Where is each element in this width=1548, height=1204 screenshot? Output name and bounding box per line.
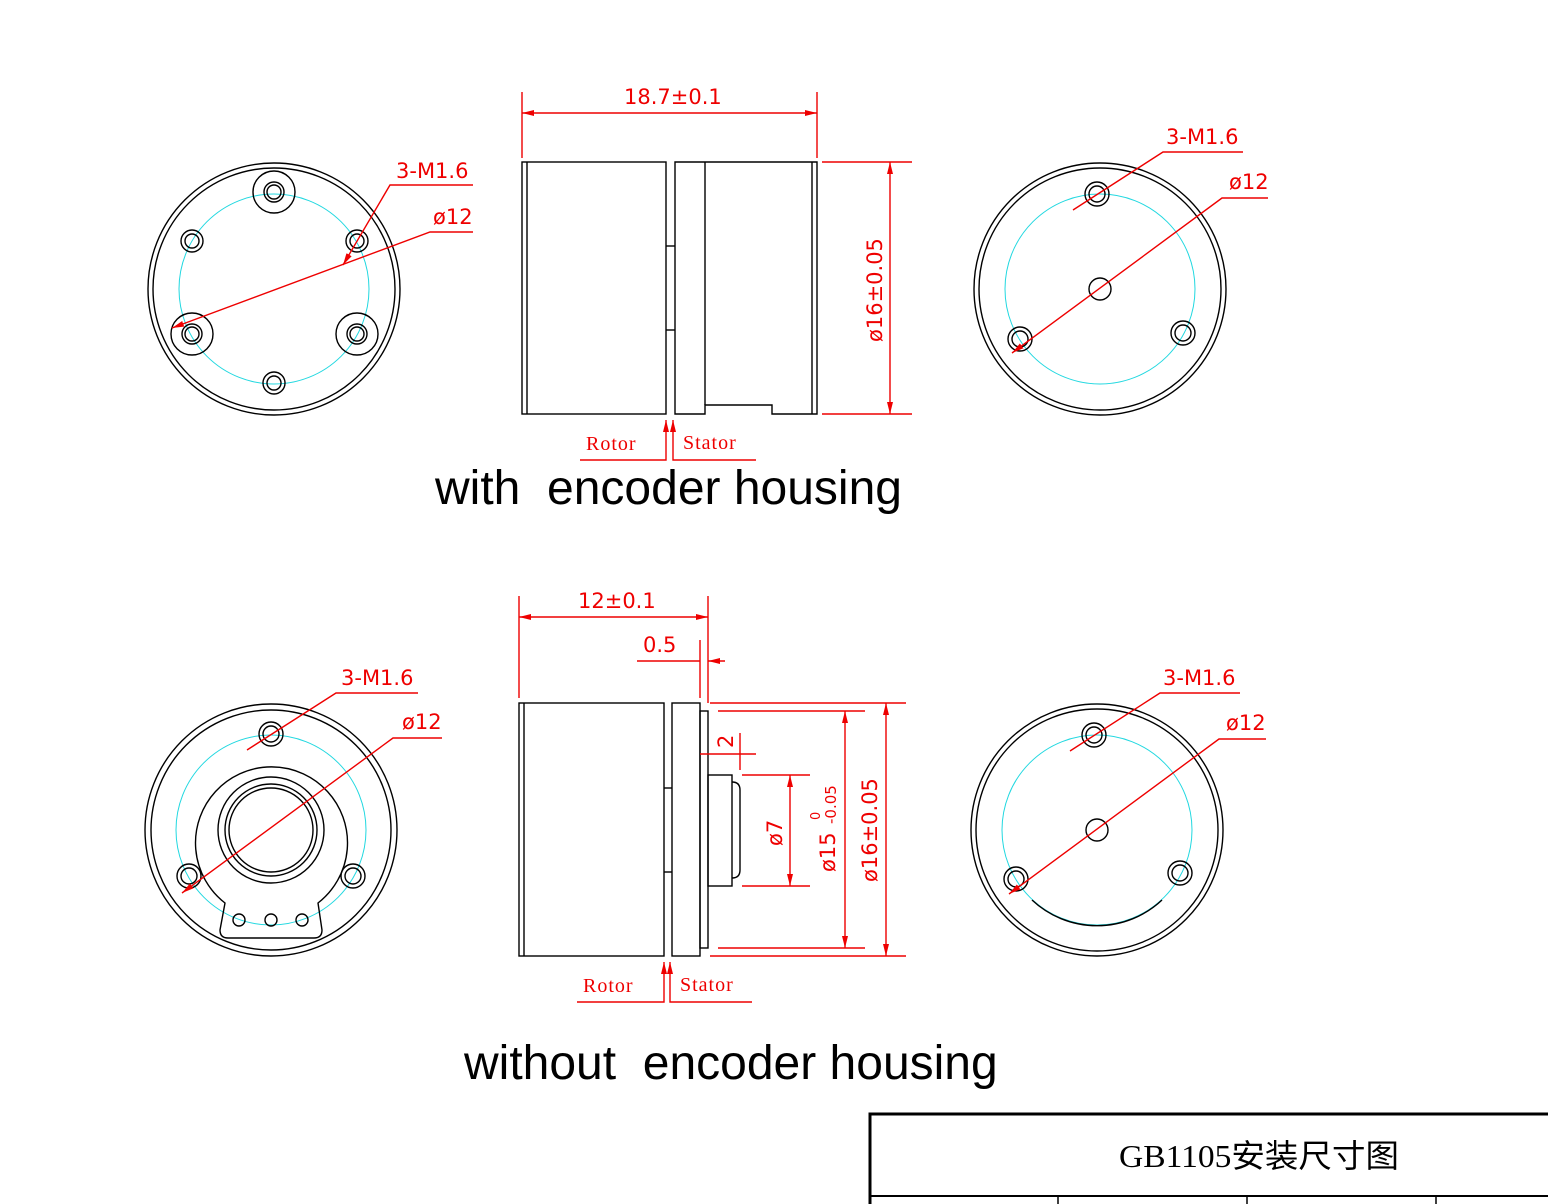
length-label: 18.7±0.1 — [624, 85, 722, 109]
holes-label: 3-M1.6 — [1163, 666, 1235, 690]
stator-label: Stator — [680, 974, 734, 996]
pitch-circle — [178, 193, 370, 385]
gap-label: 0.5 — [643, 633, 676, 657]
stator-diameter-label: ø15 — [816, 832, 840, 872]
top-front-view: 3-M1.6 ø12 — [147, 159, 473, 416]
title-block: GB1105安装尺寸图 — [868, 1112, 1548, 1204]
bottom-front-view: 3-M1.6 ø12 — [144, 666, 442, 957]
tolerance-upper: 0 — [809, 812, 824, 820]
holes-label: 3-M1.6 — [396, 159, 468, 183]
boss-label: 2 — [714, 735, 738, 748]
bottom-rear-view: 3-M1.6 ø12 — [970, 666, 1266, 957]
holes-label: 3-M1.6 — [1166, 125, 1238, 149]
holes-label: 3-M1.6 — [341, 666, 413, 690]
diameter-label: ø16±0.05 — [863, 238, 887, 342]
pcd-label: ø12 — [1226, 711, 1266, 735]
drawing-title: GB1105安装尺寸图 — [1119, 1138, 1399, 1174]
pcd-label: ø12 — [1229, 170, 1269, 194]
pcd-label: ø12 — [402, 710, 442, 734]
top-side-view: 18.7±0.1 ø16±0.05 Rotor Stator — [521, 85, 912, 461]
bottom-side-view: 12±0.1 0.5 2 ø7 ø15 0 -0.05 ø16±0.05 Rot… — [518, 589, 906, 1003]
rotor-label: Rotor — [586, 433, 637, 455]
caption-without-encoder: without encoder housing — [463, 1037, 998, 1090]
shaft-diameter-label: ø7 — [763, 820, 787, 846]
rotor-label: Rotor — [583, 975, 634, 997]
diameter-label: ø16±0.05 — [858, 778, 882, 882]
top-rear-view: 3-M1.6 ø12 — [973, 125, 1269, 416]
length-label: 12±0.1 — [578, 589, 656, 613]
tolerance-lower: -0.05 — [822, 785, 840, 824]
caption-with-encoder: with encoder housing — [434, 462, 902, 515]
pcd-label: ø12 — [433, 205, 473, 229]
stator-label: Stator — [683, 432, 737, 454]
